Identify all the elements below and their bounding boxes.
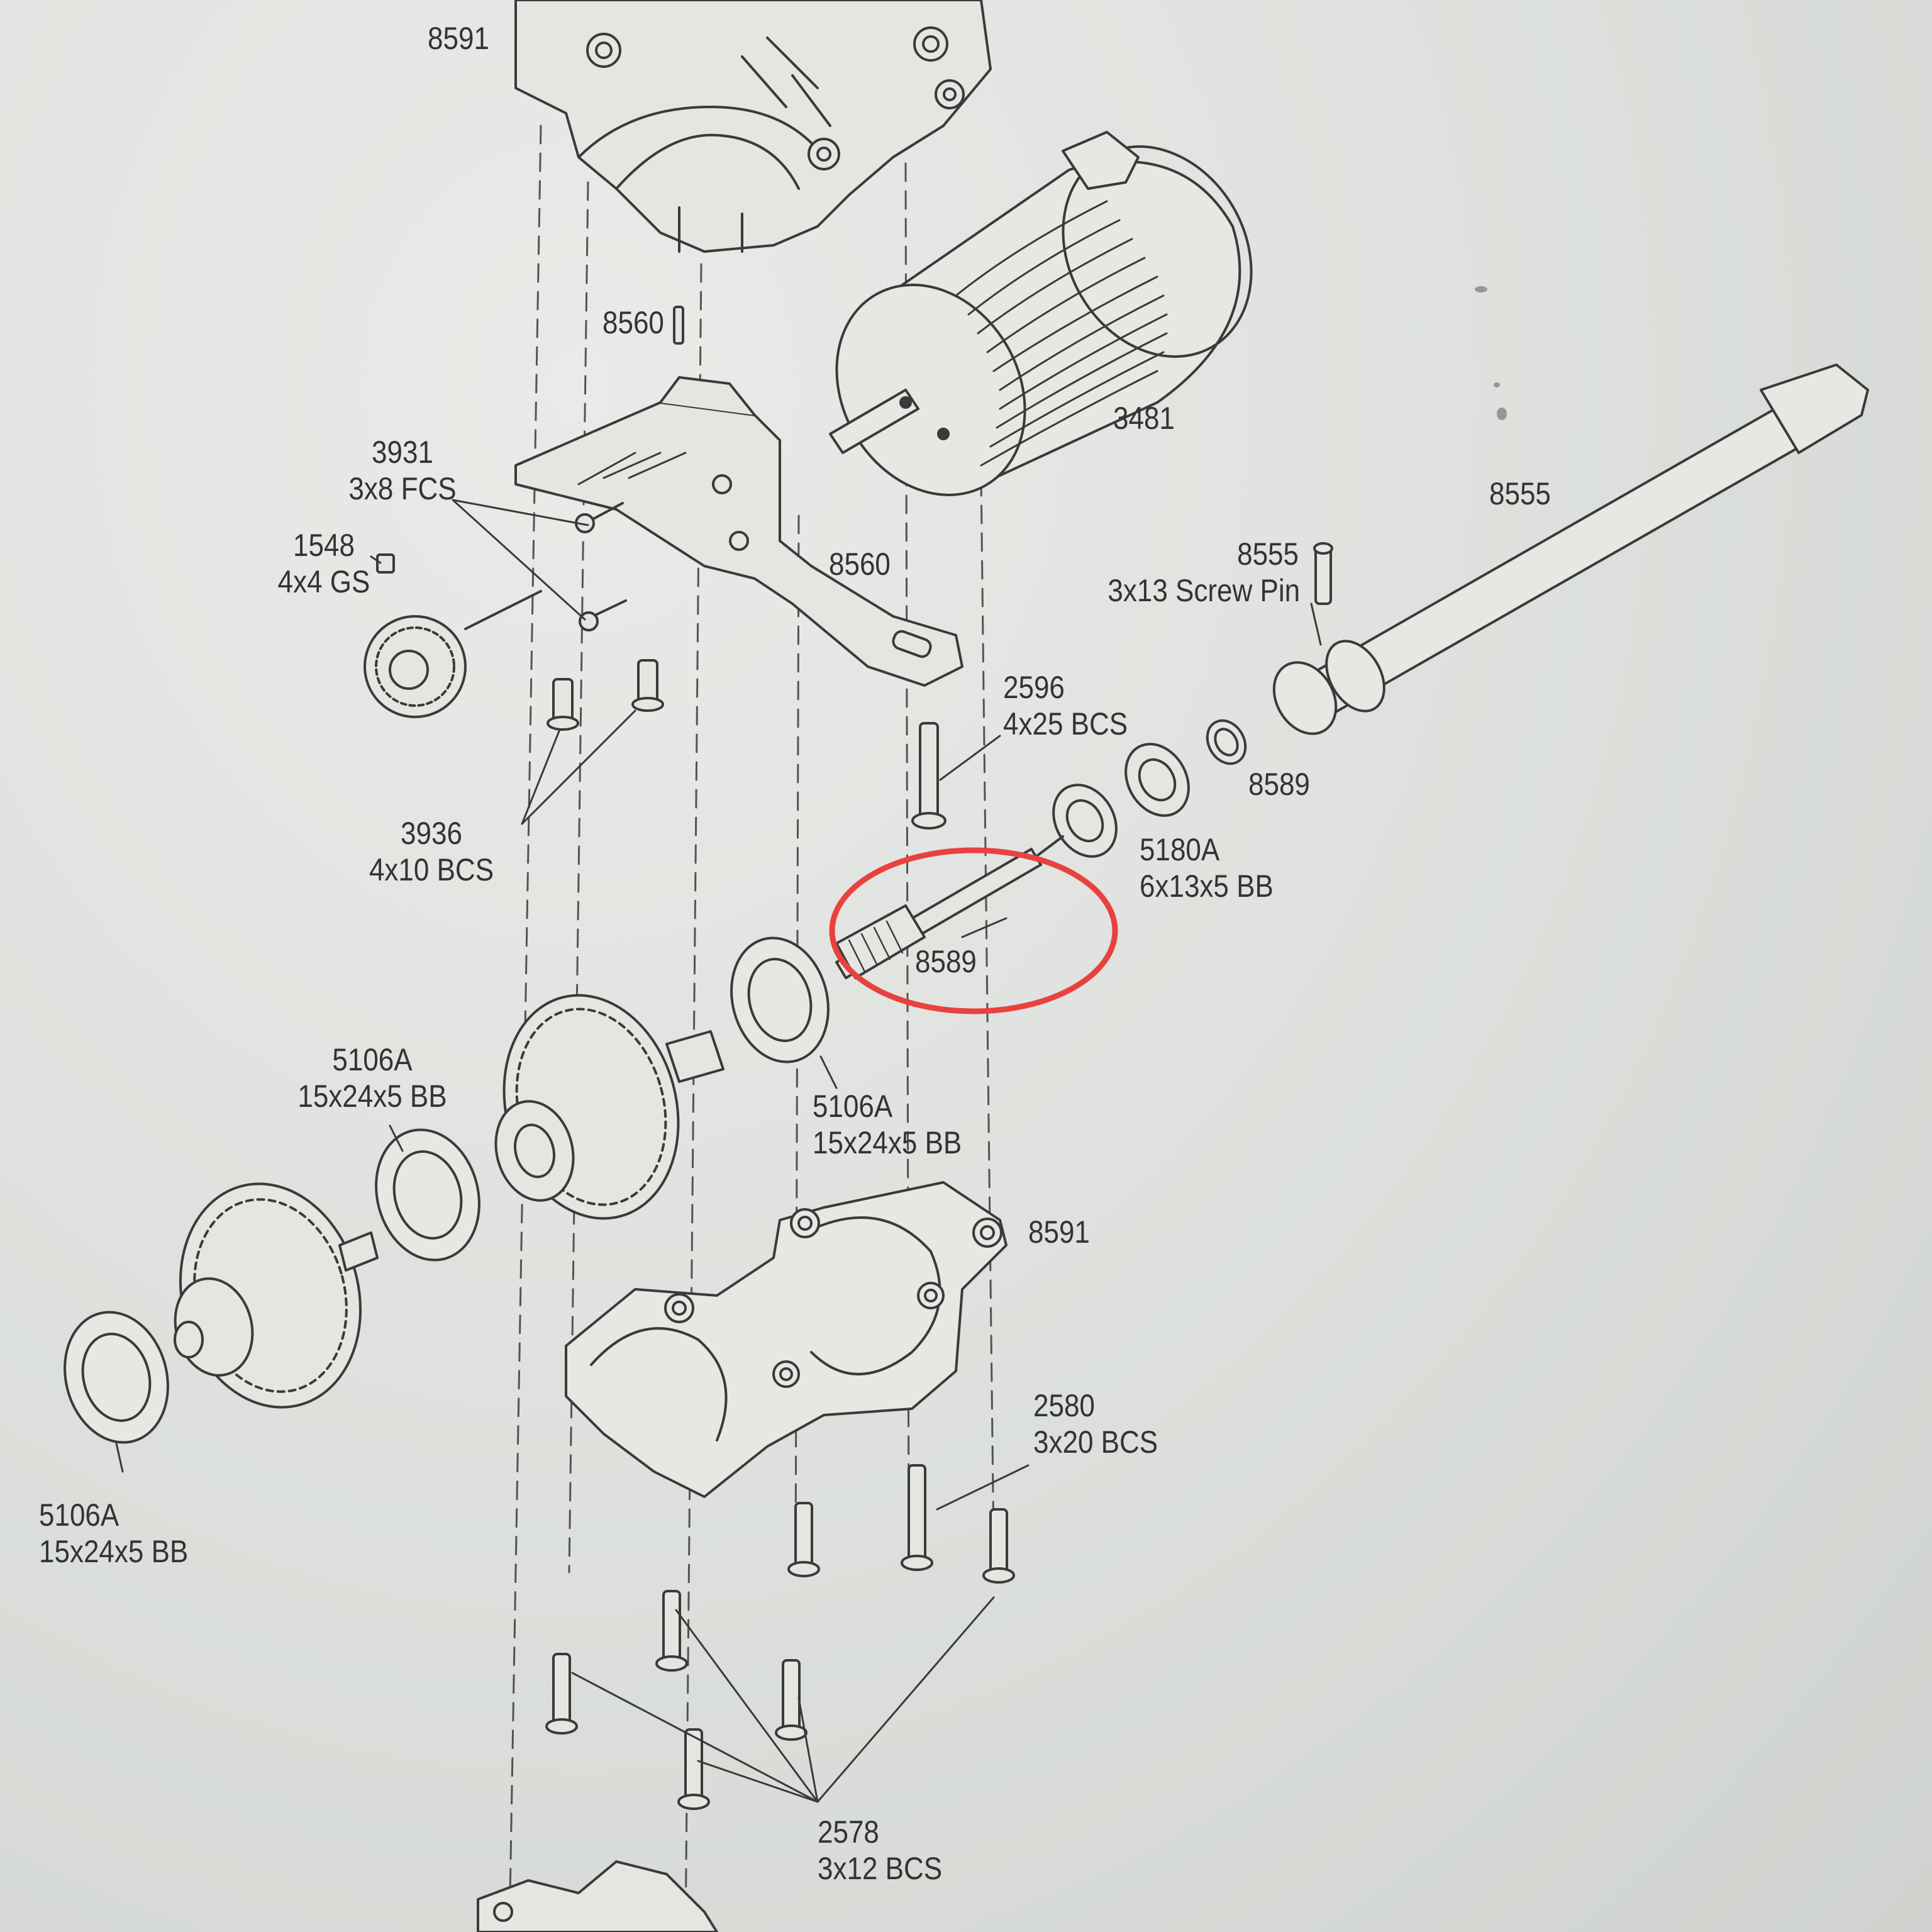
callout-3936: 3936 4x10 BCS <box>365 815 497 888</box>
part-spec: 3x8 FCS <box>348 471 457 506</box>
leader-lines <box>115 499 1322 1803</box>
bearings-5180A-and-collar <box>1052 719 1247 858</box>
differential-assembly <box>174 1182 379 1409</box>
part-number: 3481 <box>1113 401 1175 436</box>
part-number: 8589 <box>1248 767 1310 802</box>
part-spec: 15x24x5 BB <box>297 1079 447 1114</box>
part-number: 8560 <box>602 305 664 340</box>
callout-2596: 2596 4x25 BCS <box>1003 669 1128 742</box>
callout-8591-top: 8591 <box>428 20 489 57</box>
part-number: 8589 <box>915 944 977 979</box>
highlight-circle <box>829 847 1118 1014</box>
part-number: 8555 <box>1489 476 1551 511</box>
callout-8589-collar: 8589 <box>1248 766 1310 802</box>
callout-2578: 2578 3x12 BCS <box>818 1814 942 1887</box>
callout-1548: 1548 4x4 GS <box>277 527 371 600</box>
callout-8555-pin: 8555 3x13 Screw Pin <box>1108 536 1301 609</box>
callout-8560-mount: 8560 <box>829 546 891 582</box>
part-number: 2578 <box>818 1814 879 1850</box>
lower-gear-housing-8591 <box>565 1181 1008 1498</box>
callout-5180A: 5180A 6x13x5 BB <box>1140 831 1274 904</box>
screw-2596 <box>911 722 947 830</box>
part-spec: 6x13x5 BB <box>1140 869 1274 904</box>
bearings-5106A <box>64 936 830 1444</box>
part-spec: 3x12 BCS <box>818 1851 943 1886</box>
part-spec: 15x24x5 BB <box>813 1125 962 1160</box>
part-number: 5106A <box>813 1089 893 1124</box>
part-number: 8560 <box>829 547 891 582</box>
part-number: 8555 <box>1237 536 1299 572</box>
part-number: 3936 <box>401 816 462 851</box>
part-number: 5180A <box>1140 832 1220 867</box>
screws-3931 <box>575 502 627 631</box>
callout-8589-shaft: 8589 <box>915 943 977 980</box>
part-number: 8591 <box>1028 1214 1090 1250</box>
paper-marks <box>1475 286 1507 420</box>
part-spec: 15x24x5 BB <box>39 1534 189 1569</box>
part-number: 8591 <box>428 21 489 56</box>
pinion-gear-1548 <box>364 553 542 718</box>
part-number: 2596 <box>1003 670 1065 705</box>
bottom-housing-partial <box>477 1860 718 1932</box>
part-number: 5106A <box>332 1042 413 1077</box>
callout-8555-shaft: 8555 <box>1489 475 1551 512</box>
input-shaft-8589 <box>835 835 1064 979</box>
part-spec: 3x20 BCS <box>1033 1424 1158 1460</box>
callout-8560-pin: 8560 <box>602 304 664 341</box>
callout-2580: 2580 3x20 BCS <box>1033 1387 1158 1460</box>
upper-gear-housing-8591 <box>514 0 992 253</box>
drive-shaft-8555 <box>1272 364 1869 735</box>
part-number: 3931 <box>372 435 433 470</box>
housing-screws <box>545 1464 1015 1810</box>
callout-8591-lower: 8591 <box>1028 1214 1090 1250</box>
part-number: 5106A <box>39 1497 119 1533</box>
part-spec: 4x25 BCS <box>1003 706 1128 741</box>
callout-5106A-left: 5106A 15x24x5 BB <box>295 1041 450 1114</box>
part-number: 2580 <box>1033 1388 1095 1423</box>
part-spec: 4x10 BCS <box>369 852 494 887</box>
motor-3481 <box>829 131 1253 496</box>
callout-5106A-bottom: 5106A 15x24x5 BB <box>39 1497 188 1570</box>
part-spec: 4x4 GS <box>277 564 370 599</box>
spur-gear-assembly <box>494 994 724 1220</box>
part-number: 1548 <box>293 528 355 563</box>
part-spec: 3x13 Screw Pin <box>1108 573 1301 608</box>
screws-3936 <box>547 659 664 731</box>
pin-8560 <box>673 306 684 345</box>
callout-3481: 3481 <box>1113 400 1175 436</box>
callout-5106A-right: 5106A 15x24x5 BB <box>813 1088 962 1161</box>
callout-3931: 3931 3x8 FCS <box>347 434 458 507</box>
motor-mount-8560 <box>514 376 963 687</box>
